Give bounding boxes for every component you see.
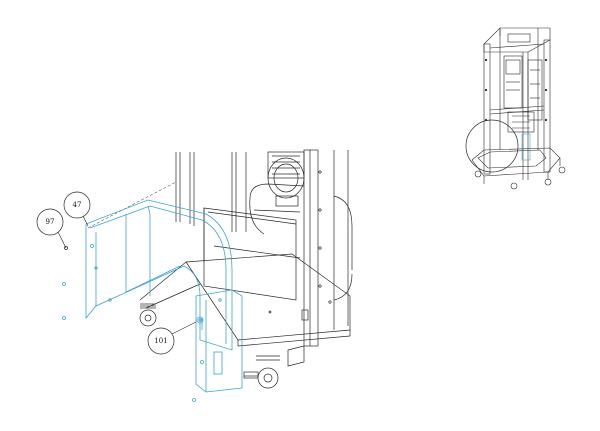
callout-101: 101 — [147, 321, 197, 355]
screw-part — [61, 239, 68, 250]
overview-cabinet — [465, 27, 566, 190]
main-cabinet-frame — [87, 149, 353, 389]
callout-47: 47 — [63, 191, 91, 227]
callout-101-label: 101 — [154, 337, 167, 345]
caster-right — [243, 355, 280, 389]
callout-47-label: 47 — [73, 201, 82, 209]
callout-97-label: 97 — [46, 218, 55, 226]
highlighted-side-cover — [62, 199, 243, 402]
callout-97: 97 — [36, 208, 64, 241]
caster-left — [139, 303, 157, 327]
